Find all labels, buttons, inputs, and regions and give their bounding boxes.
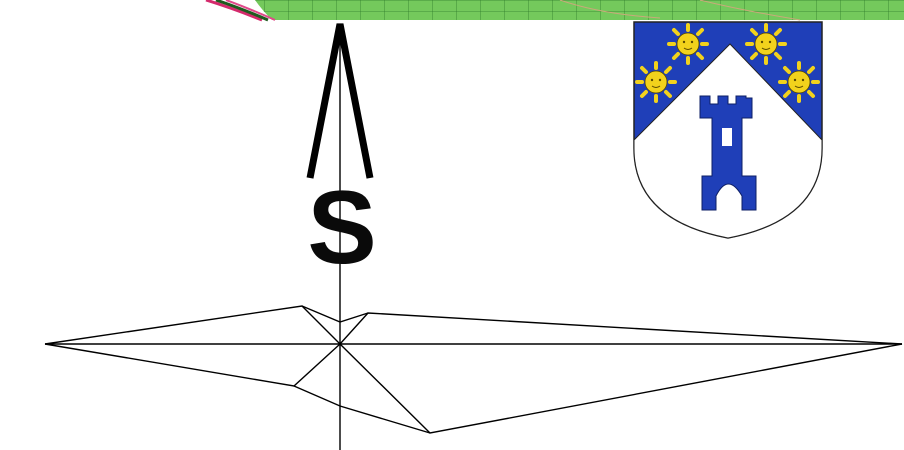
sun-icon [780,63,818,101]
compass-needle-west-upper [45,306,340,344]
compass-center-knot [294,306,430,433]
coat-of-arms [632,20,826,240]
compass-needle-east-upper [340,313,902,344]
sun-icon [637,63,675,101]
sun-icon [669,25,707,63]
compass-needle-east-lower [340,344,902,433]
compass-direction-label: S [300,178,384,278]
tower-window [722,128,732,146]
sun-icon [747,25,785,63]
compass-needle-west-lower [45,344,340,386]
